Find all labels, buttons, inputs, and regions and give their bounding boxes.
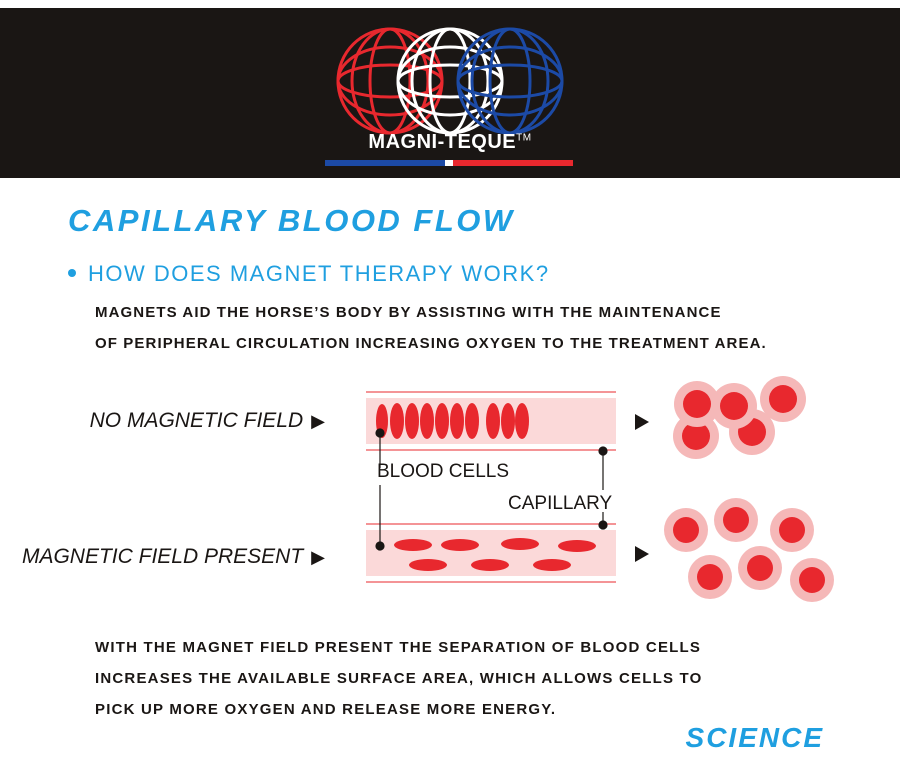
field-present-label: MAGNETIC FIELD PRESENT▶ — [21, 545, 325, 568]
no-field-label: NO MAGNETIC FIELD▶ — [89, 409, 325, 432]
play-arrow-icon — [635, 546, 649, 562]
blood-cells-label: BLOOD CELLS — [377, 461, 509, 482]
trademark-mark: TM — [516, 132, 532, 144]
capillary-no-field — [366, 391, 616, 451]
capillary-field-present — [366, 523, 616, 583]
page-title: CAPILLARY BLOOD FLOW — [68, 203, 515, 238]
leader-lines — [375, 428, 608, 551]
section-question: HOW DOES MAGNET THERAPY WORK? — [68, 261, 550, 287]
separated-cell-cluster — [664, 498, 834, 602]
brand-name: MAGNI-TEQUETM — [368, 131, 532, 153]
play-arrow-icon: ▶ — [311, 547, 325, 567]
play-arrow-icon — [635, 414, 649, 430]
overlapping-cell-cluster — [673, 376, 806, 459]
question-text: HOW DOES MAGNET THERAPY WORK? — [88, 261, 550, 286]
play-arrow-icon: ▶ — [311, 411, 325, 431]
separated-blood-cells — [394, 538, 596, 571]
science-tag: SCIENCE — [685, 722, 824, 753]
clumped-blood-cells — [376, 403, 529, 439]
header-banner: MAGNI-TEQUETM — [0, 8, 900, 178]
capillary-label: CAPILLARY — [508, 493, 613, 514]
outro-text: WITH THE MAGNET FIELD PRESENT THE SEPARA… — [95, 639, 703, 718]
intro-text: MAGNETS AID THE HORSE’S BODY BY ASSISTIN… — [95, 304, 767, 352]
brand-logo-rings — [325, 27, 573, 166]
bullet-icon — [68, 269, 76, 278]
